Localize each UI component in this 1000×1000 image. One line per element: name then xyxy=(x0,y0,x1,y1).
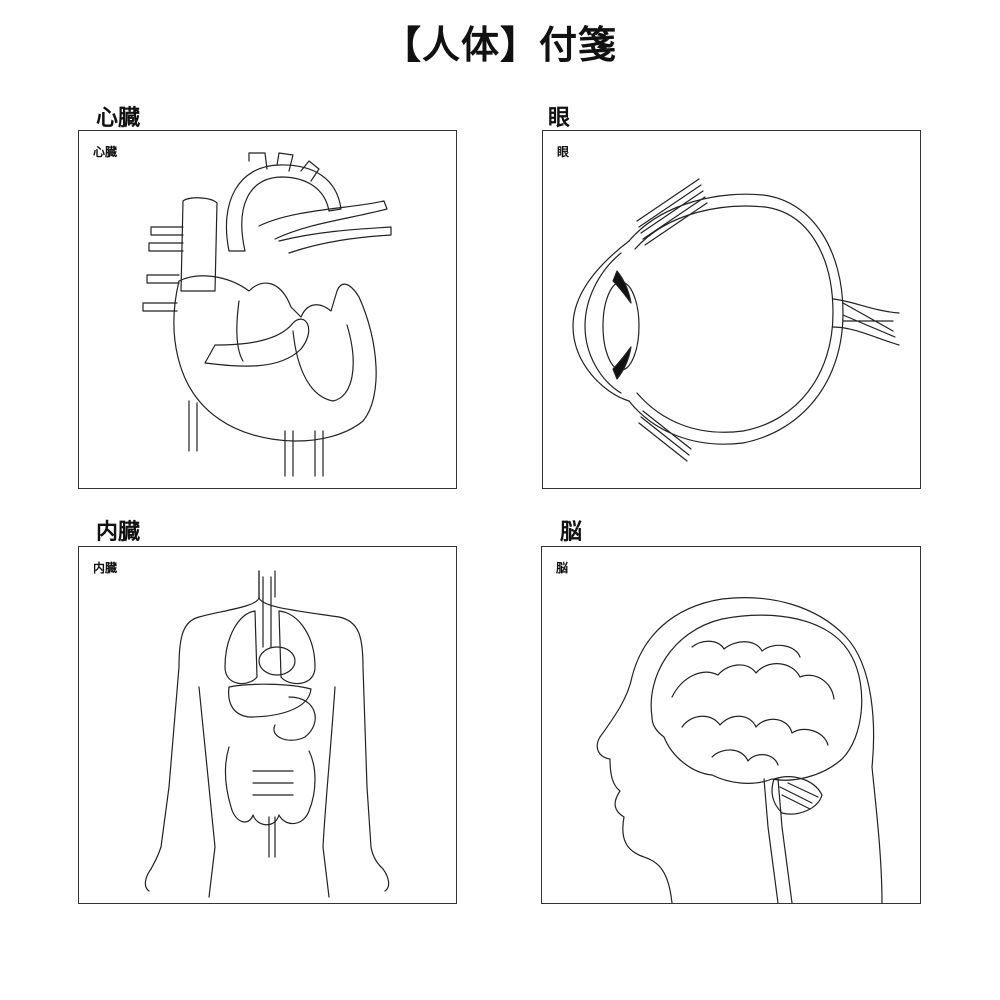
heading-brain: 脳 xyxy=(560,520,583,545)
note-label-organs: 内臓 xyxy=(93,561,118,575)
heading-eye: 眼 xyxy=(548,106,571,131)
brain-icon xyxy=(596,597,883,903)
note-label-brain: 脳 xyxy=(556,561,569,575)
heading-heart: 心臓 xyxy=(96,106,141,131)
heading-organs: 内臓 xyxy=(96,520,141,545)
note-heart[interactable]: 心臓 xyxy=(78,130,457,489)
eye-icon xyxy=(572,178,900,462)
note-label-heart: 心臓 xyxy=(93,145,118,159)
heart-icon xyxy=(142,152,392,477)
note-organs[interactable]: 内臓 xyxy=(78,546,457,904)
note-brain[interactable]: 脳 xyxy=(541,546,921,904)
note-eye[interactable]: 眼 xyxy=(542,130,921,489)
organs-icon xyxy=(144,570,390,898)
note-label-eye: 眼 xyxy=(557,145,570,159)
page-title: 【人体】付箋 xyxy=(382,23,617,67)
